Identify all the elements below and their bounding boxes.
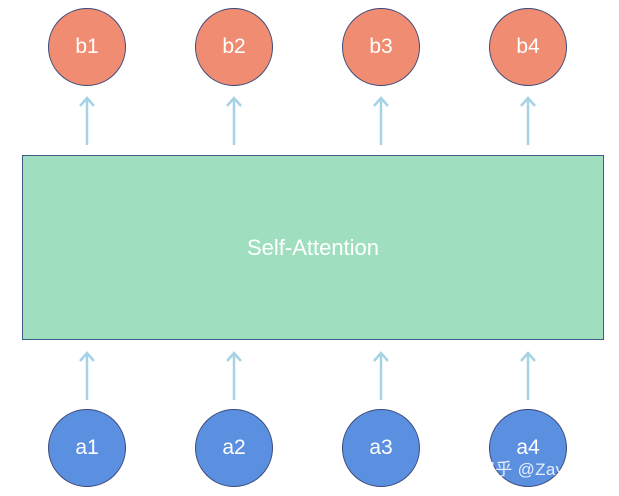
arrow-up-icon: [520, 351, 536, 400]
arrow-up-icon: [79, 96, 95, 145]
arrow-up-icon: [373, 351, 389, 400]
arrow-up-icon: [226, 351, 242, 400]
output-node-label: b1: [75, 35, 99, 58]
watermark: 知乎 @Zaychik: [478, 460, 596, 479]
input-node-label: a2: [222, 436, 246, 459]
arrow-up-icon: [520, 96, 536, 145]
self-attention-label: Self-Attention: [246, 234, 380, 260]
arrow-up-icon: [226, 96, 242, 145]
input-node-a3: a3: [342, 409, 420, 487]
arrow-up-icon: [79, 351, 95, 400]
input-node-label: a1: [75, 436, 99, 459]
input-node-label: a4: [516, 436, 540, 459]
output-node-label: b4: [516, 35, 540, 58]
arrow-up-icon: [373, 96, 389, 145]
input-node-a1: a1: [48, 409, 126, 487]
output-node-label: b2: [222, 35, 246, 58]
output-node-label: b3: [369, 35, 393, 58]
output-node-b1: b1: [48, 8, 126, 86]
input-node-label: a3: [369, 436, 393, 459]
input-node-a2: a2: [195, 409, 273, 487]
output-node-b2: b2: [195, 8, 273, 86]
self-attention-block: Self-Attention: [22, 155, 604, 340]
output-node-b4: b4: [489, 8, 567, 86]
input-node-a4: a4: [489, 409, 567, 487]
output-node-b3: b3: [342, 8, 420, 86]
